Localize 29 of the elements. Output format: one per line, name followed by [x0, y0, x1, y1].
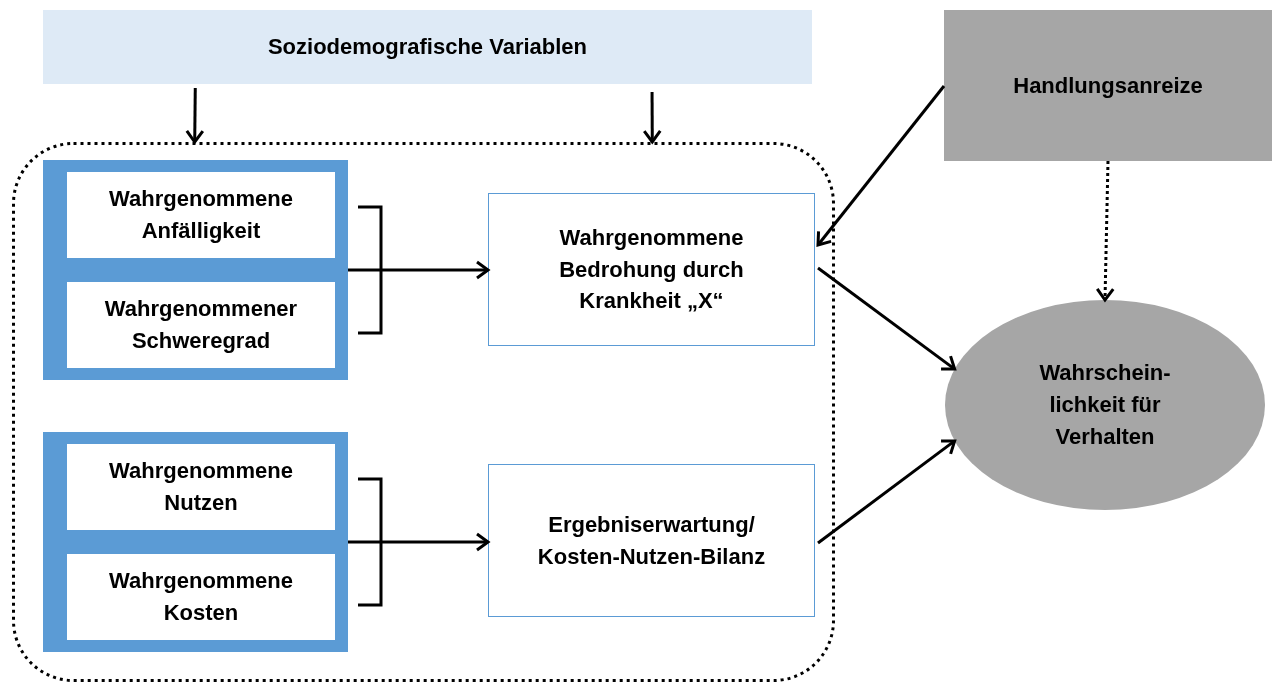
- process-box: [488, 464, 815, 617]
- group-frame: [43, 160, 348, 380]
- node-label: Wahrgenommene Kosten: [108, 567, 294, 627]
- node-label: Ergebniserwartung/ Kosten-Nutzen-Bilanz: [536, 510, 767, 571]
- factor-box: [67, 554, 335, 640]
- group-frame: [43, 432, 348, 652]
- arrow: [348, 532, 490, 552]
- node-label: Soziodemografische Variablen: [267, 33, 588, 62]
- arrow: [817, 439, 957, 545]
- node-label: Wahrschein- lichkeit für Verhalten: [1038, 359, 1172, 451]
- node-label: Wahrgenommene Bedrohung durch Krankheit „X“: [558, 223, 745, 316]
- arrow: [817, 266, 957, 371]
- factor-box: [944, 10, 1272, 161]
- outcome-ellipse: [945, 300, 1265, 510]
- dotted-arrow: [1095, 160, 1115, 302]
- factor-box: [67, 282, 335, 368]
- arrow: [185, 88, 205, 144]
- process-box: [488, 193, 815, 346]
- factor-box: [67, 172, 335, 258]
- group-outline: [12, 142, 835, 682]
- arrow: [642, 92, 662, 144]
- node-label: Wahrgenommener Schweregrad: [103, 295, 299, 355]
- factor-box: [67, 444, 335, 530]
- arrow: [816, 85, 946, 247]
- node-label: Wahrgenommene Nutzen: [108, 457, 294, 517]
- header-box: [43, 10, 812, 84]
- arrow: [348, 260, 490, 280]
- node-label: Handlungsanreize: [1013, 71, 1203, 100]
- node-label: Wahrgenommene Anfälligkeit: [108, 185, 294, 245]
